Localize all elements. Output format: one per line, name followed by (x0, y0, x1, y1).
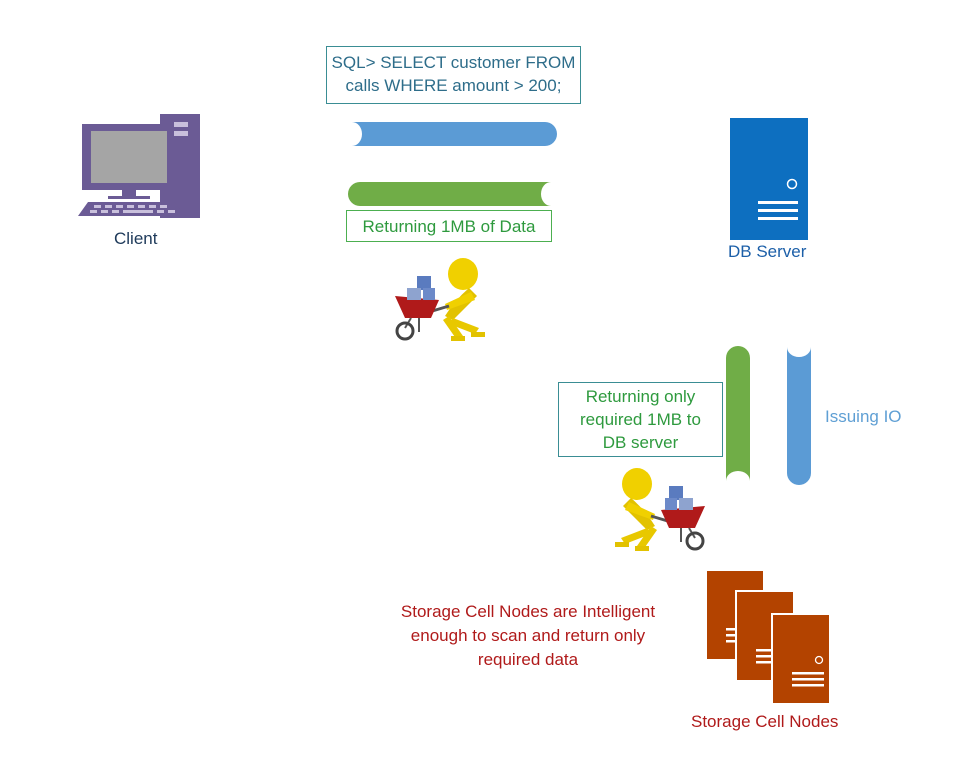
storage-server-icon (706, 569, 831, 705)
return-to-db-line-2: required 1MB to (580, 410, 701, 429)
client-label: Client (114, 229, 158, 248)
return-to-db-box: Returning only required 1MB to DB server (558, 382, 723, 457)
response-pipe-vertical (726, 346, 750, 481)
worker-wheelbarrow-icon (395, 258, 485, 341)
db-server-label: DB Server (728, 242, 807, 261)
storage-note-line-3: required data (477, 650, 579, 669)
sql-query-line-1: SQL> SELECT customer FROM (331, 53, 576, 72)
storage-note-line-2: enough to scan and return only (410, 626, 646, 645)
server-icon (730, 118, 808, 240)
desktop-computer-icon (78, 114, 200, 218)
return-to-db-line-3: DB server (602, 433, 679, 452)
response-pipe-horizontal (348, 182, 551, 206)
sql-query-box: SQL> SELECT customer FROM calls WHERE am… (326, 46, 581, 104)
return-to-client-box: Returning 1MB of Data (346, 210, 552, 242)
storage-note: Storage Cell Nodes are Intelligent enoug… (388, 600, 668, 672)
request-pipe-horizontal (352, 122, 557, 146)
issuing-io-label: Issuing IO (825, 407, 902, 426)
io-pipe-vertical (787, 347, 811, 485)
storage-nodes-label: Storage Cell Nodes (691, 712, 839, 731)
return-to-db-line-1: Returning only (585, 387, 696, 406)
sql-query-line-2: calls WHERE amount > 200; (345, 76, 562, 95)
return-to-client-text: Returning 1MB of Data (362, 217, 536, 236)
worker-wheelbarrow-icon (615, 468, 705, 551)
storage-note-line-1: Storage Cell Nodes are Intelligent (400, 602, 656, 621)
